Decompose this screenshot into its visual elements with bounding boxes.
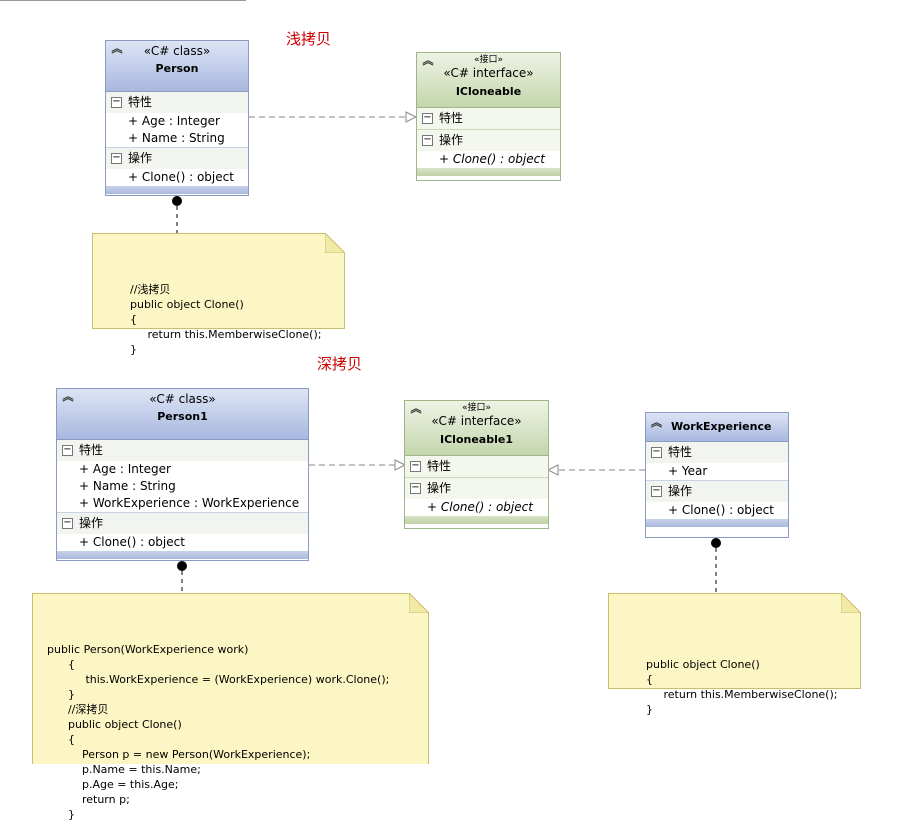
attribute-row[interactable]: + Age : Integer	[128, 114, 220, 128]
note-fold-corner	[841, 593, 861, 613]
interface-icloneable-header[interactable]: ︽ «接口» «C# interface» ICloneable	[417, 53, 560, 108]
note-anchor-dot-1	[172, 196, 182, 206]
stereotype-label: «C# class»	[143, 44, 211, 58]
note-code-text: //浅拷贝 public object Clone() { return thi…	[130, 283, 322, 356]
class-workexperience[interactable]: ︽ WorkExperience −特性 + Year −操作 + Clone(…	[645, 412, 789, 538]
compartment-divider	[57, 512, 308, 513]
attribute-row[interactable]: + Name : String	[79, 479, 176, 493]
minus-icon[interactable]: −	[410, 482, 421, 494]
attributes-compartment[interactable]: −特性	[57, 440, 308, 461]
class-person-header[interactable]: ︽ «C# class» Person	[106, 41, 248, 92]
note-anchor-dot-2	[177, 561, 187, 571]
interface-icloneable[interactable]: ︽ «接口» «C# interface» ICloneable −特性 −操作…	[416, 52, 561, 181]
collapse-chevron-icon[interactable]: ︽	[111, 42, 123, 55]
interface-icloneable1-header[interactable]: ︽ «接口» «C# interface» ICloneable1	[405, 401, 548, 456]
code-note-deep[interactable]: public Person(WorkExperience work) { thi…	[32, 593, 429, 821]
operations-label: 操作	[439, 133, 464, 147]
interface-name: ICloneable	[455, 85, 522, 98]
title-shallow-copy: 浅拷贝	[286, 30, 332, 48]
stereotype-label: «C# class»	[149, 392, 216, 406]
note-code-text: public object Clone() { return this.Memb…	[646, 658, 838, 716]
note-code-text: public Person(WorkExperience work) { thi…	[47, 643, 390, 821]
operation-row[interactable]: + Clone() : object	[79, 535, 185, 549]
minus-icon[interactable]: −	[111, 152, 122, 164]
note-fold-corner	[325, 233, 345, 253]
class-name: Person1	[157, 410, 208, 423]
note-anchor-dot-3	[711, 538, 721, 548]
collapse-chevron-icon[interactable]: ︽	[651, 416, 662, 429]
minus-icon[interactable]: −	[62, 517, 73, 529]
class-person1-header[interactable]: ︽ «C# class» Person1	[57, 389, 308, 440]
top-divider-line	[0, 0, 246, 1]
operations-label: 操作	[79, 516, 104, 530]
attributes-compartment[interactable]: −特性	[106, 92, 248, 113]
operation-row[interactable]: + Clone() : object	[427, 500, 533, 514]
interface-name: ICloneable1	[440, 433, 513, 446]
compartment-divider	[106, 147, 248, 148]
operation-row[interactable]: + Clone() : object	[128, 170, 234, 184]
compartment-divider	[417, 129, 560, 130]
attributes-compartment[interactable]: −特性	[405, 456, 548, 477]
class-footer	[646, 519, 788, 527]
collapse-chevron-icon[interactable]: ︽	[410, 402, 422, 415]
minus-icon[interactable]: −	[410, 460, 421, 472]
class-footer	[57, 551, 308, 559]
minus-icon[interactable]: −	[422, 112, 433, 124]
attributes-label: 特性	[668, 445, 693, 459]
attribute-row[interactable]: + Year	[668, 464, 708, 478]
stereotype-small-label: «接口»	[461, 403, 491, 413]
collapse-chevron-icon[interactable]: ︽	[62, 390, 74, 403]
operations-compartment[interactable]: −操作	[417, 130, 560, 151]
class-name: WorkExperience	[671, 420, 772, 433]
stereotype-label: «C# interface»	[443, 66, 534, 80]
minus-icon[interactable]: −	[62, 444, 73, 456]
attribute-row[interactable]: + Name : String	[128, 131, 225, 145]
operations-compartment[interactable]: −操作	[106, 148, 248, 169]
operations-compartment[interactable]: −操作	[57, 513, 308, 534]
stereotype-label: «C# interface»	[431, 414, 522, 428]
compartment-divider	[405, 477, 548, 478]
minus-icon[interactable]: −	[651, 485, 662, 497]
operations-label: 操作	[128, 151, 153, 165]
realization-arrowhead-2	[394, 459, 407, 471]
title-deep-copy: 深拷贝	[317, 355, 363, 373]
class-footer	[106, 186, 248, 194]
interface-icloneable1[interactable]: ︽ «接口» «C# interface» ICloneable1 −特性 −操…	[404, 400, 549, 529]
code-note-shallow[interactable]: //浅拷贝 public object Clone() { return thi…	[92, 233, 345, 356]
attributes-label: 特性	[128, 95, 153, 109]
attributes-label: 特性	[439, 111, 464, 125]
class-person[interactable]: ︽ «C# class» Person −特性 + Age : Integer …	[105, 40, 249, 196]
interface-footer	[417, 168, 560, 176]
attributes-compartment[interactable]: −特性	[417, 108, 560, 129]
note-fold-corner	[409, 593, 429, 613]
class-workexperience-header[interactable]: ︽ WorkExperience	[646, 413, 788, 442]
realization-arrowhead-3	[546, 464, 559, 476]
attribute-row[interactable]: + WorkExperience : WorkExperience	[79, 496, 300, 510]
operations-label: 操作	[668, 484, 693, 498]
realization-arrowhead-1	[405, 111, 418, 123]
code-note-workexperience[interactable]: public object Clone() { return this.Memb…	[608, 593, 861, 716]
operation-row[interactable]: + Clone() : object	[668, 503, 774, 517]
connector-layer	[172, 111, 721, 593]
operation-row[interactable]: + Clone() : object	[439, 152, 545, 166]
attributes-label: 特性	[79, 443, 104, 457]
operations-compartment[interactable]: −操作	[646, 481, 788, 502]
minus-icon[interactable]: −	[422, 134, 433, 146]
compartment-divider	[646, 480, 788, 481]
stereotype-small-label: «接口»	[473, 55, 503, 65]
operations-label: 操作	[427, 481, 452, 495]
operations-compartment[interactable]: −操作	[405, 478, 548, 499]
class-person1[interactable]: ︽ «C# class» Person1 −特性 + Age : Integer…	[56, 388, 309, 561]
interface-footer	[405, 516, 548, 524]
attribute-row[interactable]: + Age : Integer	[79, 462, 171, 476]
minus-icon[interactable]: −	[111, 96, 122, 108]
attributes-compartment[interactable]: −特性	[646, 442, 788, 463]
minus-icon[interactable]: −	[651, 446, 662, 458]
class-name: Person	[155, 62, 199, 75]
collapse-chevron-icon[interactable]: ︽	[422, 54, 434, 67]
attributes-label: 特性	[427, 459, 452, 473]
